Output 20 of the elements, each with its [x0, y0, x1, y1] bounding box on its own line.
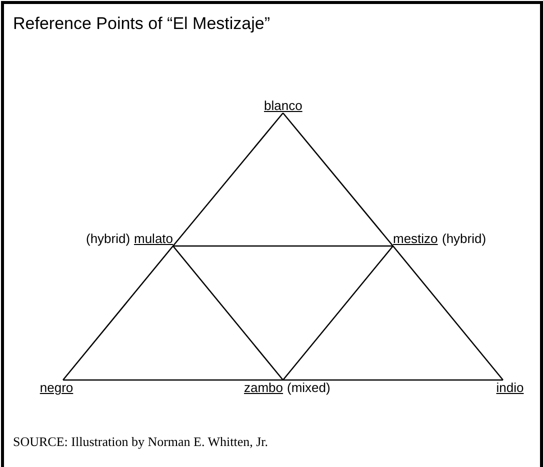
connector-line	[392, 246, 504, 380]
vertex-label: mulato	[134, 231, 174, 246]
vertex-label: indio	[496, 380, 524, 395]
connector-line	[283, 379, 503, 381]
vertex-label: negro	[40, 380, 74, 395]
source-caption: SOURCE: Illustration by Norman E. Whitten, Jr.	[13, 434, 268, 449]
diagram-title: Reference Points of “El Mestizaje”	[13, 14, 270, 34]
connector-line	[282, 246, 394, 380]
connector-line	[63, 379, 283, 381]
connector-line	[172, 246, 284, 380]
connector-line	[62, 246, 174, 380]
vertex-note: (mixed)	[287, 380, 330, 395]
vertex-note: (hybrid)	[442, 231, 486, 246]
vertex-note: (hybrid)	[86, 231, 130, 246]
connector-line	[172, 112, 284, 246]
vertex-label: blanco	[264, 98, 302, 113]
connector-line	[173, 245, 393, 247]
vertex-label: zambo	[244, 380, 284, 395]
connector-line	[282, 112, 394, 246]
vertex-label: mestizo	[393, 231, 438, 246]
